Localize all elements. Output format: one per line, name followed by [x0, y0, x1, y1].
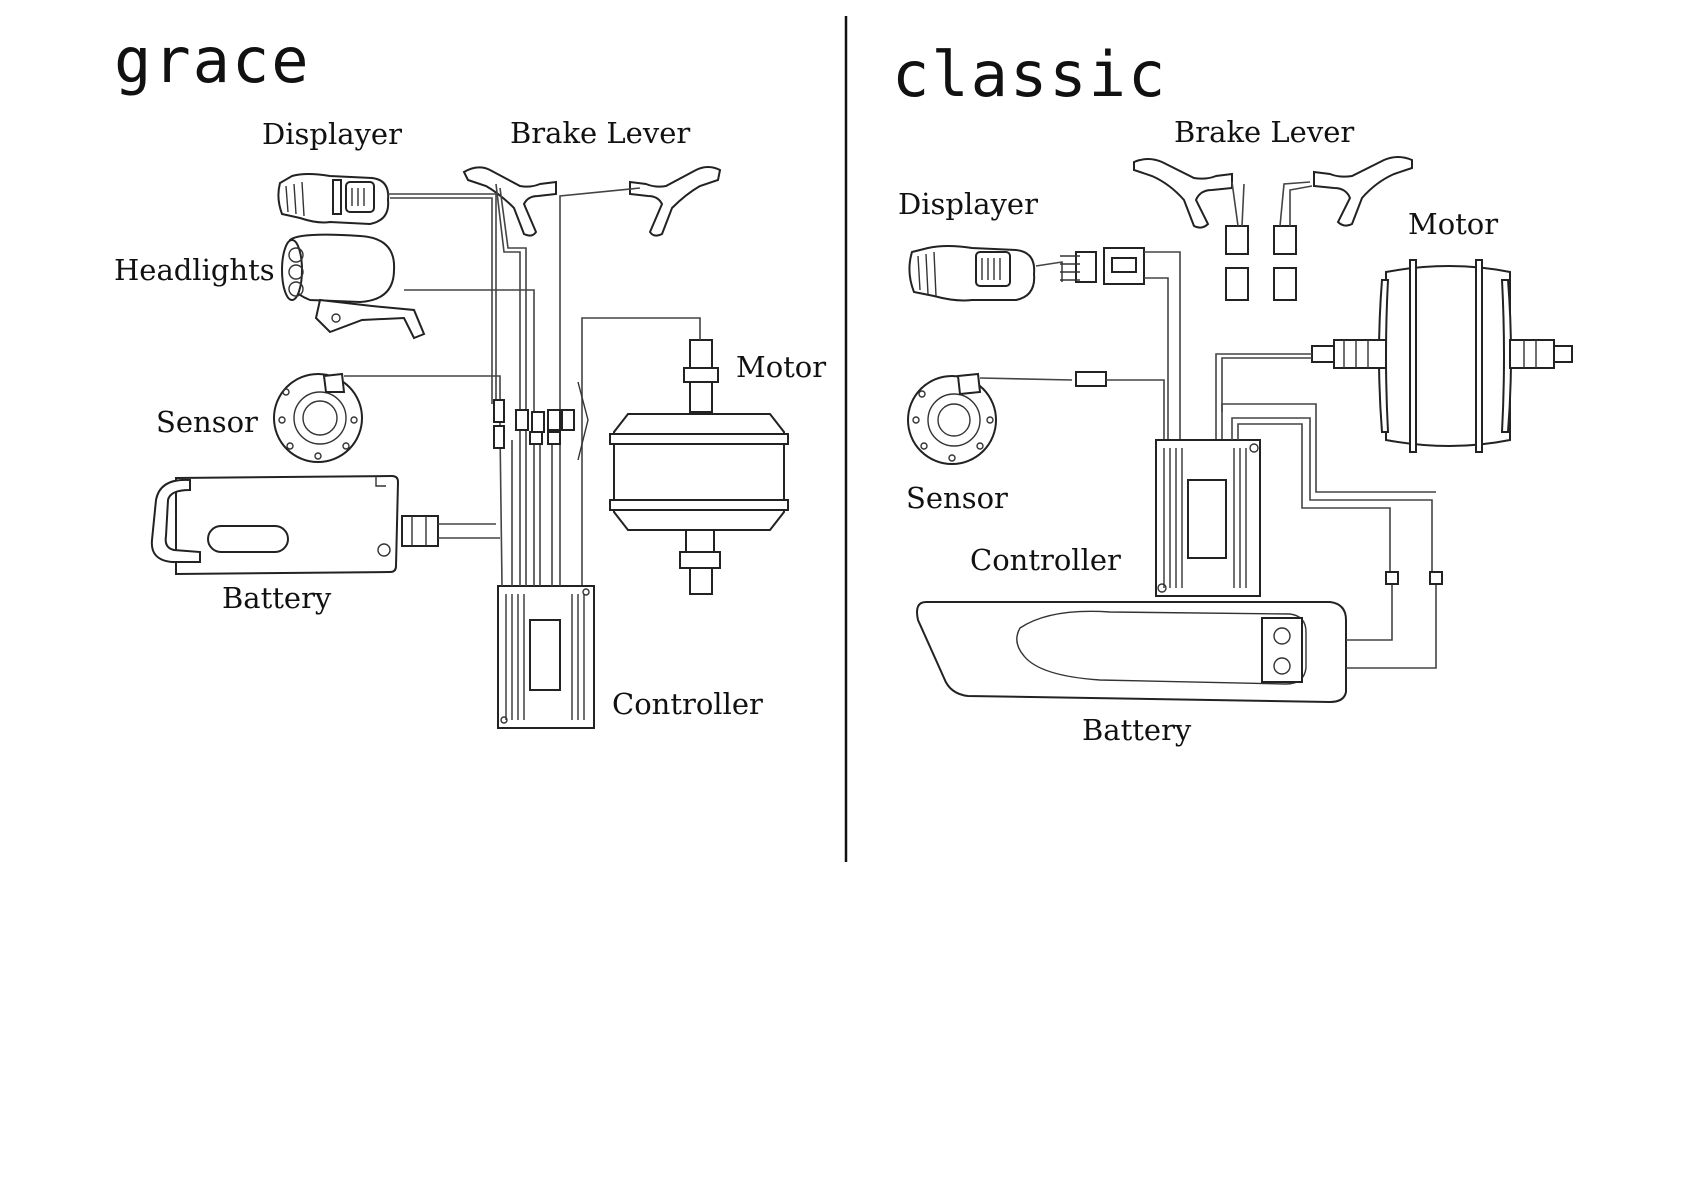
sensor-icon [274, 374, 362, 462]
panel-title-classic: classic [892, 44, 1167, 106]
label-displayer-left: Displayer [262, 120, 402, 149]
label-battery-left: Battery [222, 584, 331, 613]
controller-icon [498, 586, 594, 728]
sensor-icon [908, 372, 1164, 464]
label-sensor-left: Sensor [156, 408, 258, 437]
displayer-icon [278, 174, 388, 224]
label-controller-right: Controller [970, 546, 1121, 575]
panel-title-grace: grace [114, 30, 311, 92]
headlight-icon [282, 235, 424, 338]
brake-lever-icon [1134, 157, 1412, 300]
left-panel-graphics [152, 167, 788, 728]
battery-icon [152, 476, 500, 574]
label-displayer-right: Displayer [898, 190, 1038, 219]
connector-icon [494, 382, 588, 460]
label-controller-left: Controller [612, 690, 763, 719]
label-motor-right: Motor [1408, 210, 1498, 239]
label-sensor-right: Sensor [906, 484, 1008, 513]
label-brake-lever-right: Brake Lever [1174, 118, 1354, 147]
label-battery-right: Battery [1082, 716, 1191, 745]
label-headlights: Headlights [114, 256, 275, 285]
label-motor-left: Motor [736, 353, 826, 382]
label-brake-lever-left: Brake Lever [510, 119, 690, 148]
